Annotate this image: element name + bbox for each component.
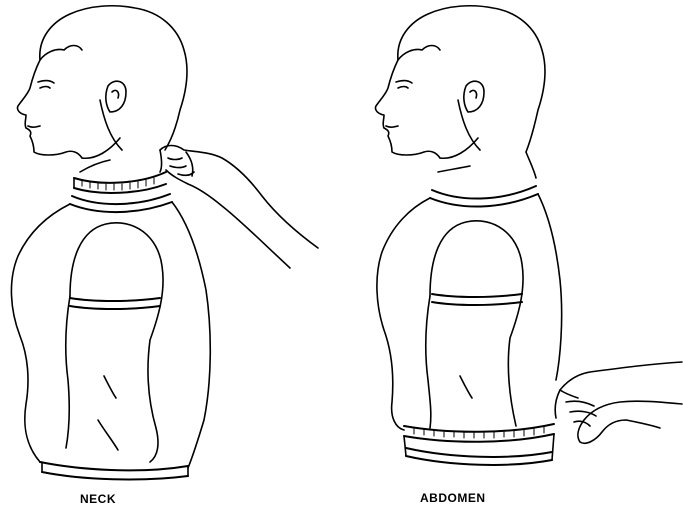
abdomen-figure-back [538,194,562,380]
abdomen-figure-hand [555,362,682,418]
abdomen-figure-arm [430,221,523,426]
abdomen-figure-face [375,60,440,158]
neck-caption: NECK [80,492,116,506]
abdomen-figure-hem [406,448,552,457]
abdomen-figure-hair [398,6,545,152]
abdomen-tape [404,424,554,432]
abdomen-figure-ear [464,81,484,112]
abdomen-figure-chest [377,198,430,430]
abdomen-caption: ABDOMEN [420,491,486,505]
